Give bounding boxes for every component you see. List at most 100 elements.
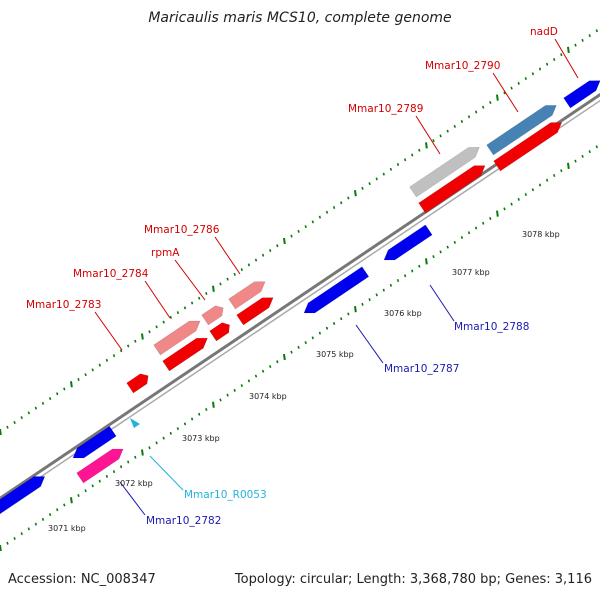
feature-light-red-2 [201,305,224,326]
lower-track-tick [276,360,279,364]
lower-track-tick [517,197,520,201]
upper-track-tick [176,311,180,315]
lower-track-tick [148,446,151,450]
lower-track-tick [340,317,343,321]
lower-track-tick [389,283,393,287]
upper-track-tick [20,416,23,420]
upper-track-tick [375,177,378,181]
lower-track-tick [567,162,570,170]
upper-track-tick [297,229,300,233]
upper-track-tick [560,53,563,57]
label-leader-line [214,236,241,275]
upper-track-tick [190,301,194,305]
lower-track-tick [503,207,506,211]
lower-track-tick [510,202,513,206]
label-leader-line [174,259,206,301]
lower-track-tick [311,336,314,340]
feature-pink-shape [76,448,124,484]
lower-track-tick [418,264,421,268]
upper-track-tick [545,62,549,66]
upper-track-tick [34,406,38,410]
upper-track-tick [467,115,471,119]
lower-track-tick [63,503,66,507]
upper-track-tick [325,210,329,214]
lower-track-tick [176,427,180,431]
lower-track-tick [56,508,59,512]
lower-track-tick [403,274,407,278]
upper-track-tick [240,268,243,272]
lower-track-tick [34,522,38,526]
lower-track-tick [98,479,101,483]
upper-track-tick [13,420,16,424]
upper-track-tick [332,206,336,210]
upper-track-tick [70,381,73,388]
feature-mmar10-2789-shape [418,165,486,214]
upper-track-tick [247,263,251,267]
upper-track-tick [134,339,137,343]
feature-light-red-3-shape [228,281,266,310]
label-leader-line [554,38,579,79]
lower-track-tick [240,384,243,388]
lower-track-tick [84,489,87,493]
feature-mmar10-2790 [493,122,563,172]
gene-label: Mmar10_2787 [384,363,459,375]
upper-track-tick [112,354,116,358]
upper-track-tick [567,46,570,54]
feature-mmar10-2783 [126,373,149,394]
lower-track-tick [489,216,492,220]
upper-track-tick [261,253,265,257]
lower-track-tick [560,169,563,173]
upper-track-tick [595,29,598,33]
lower-track-tick [105,474,109,478]
lower-track-tick [127,460,130,464]
lower-track-tick [581,154,584,158]
label-leader-line [415,115,441,155]
upper-track-tick [269,249,272,252]
upper-track-tick [27,411,30,415]
lower-track-tick [446,245,449,249]
tick-label: 3071 kbp [48,524,86,533]
tick-label: 3072 kbp [115,479,153,488]
lower-track-tick [219,398,222,402]
tick-tracks [0,29,598,552]
upper-track-tick [538,67,542,71]
feature-steel-blue [486,105,557,156]
genome-summary-text: Topology: circular; Length: 3,368,780 bp… [234,572,592,587]
upper-track-tick [283,237,286,245]
tick-label: 3074 kbp [249,392,287,401]
upper-track-tick [98,363,101,367]
feature-mmar10-2789 [418,165,486,214]
lower-track-tick [190,417,194,421]
upper-track-tick [77,377,80,381]
feature-mmar10-r0053 [130,418,140,428]
gene-label: Mmar10_2784 [73,268,149,280]
lower-track-tick [48,513,52,517]
tick-label: 3078 kbp [522,230,560,239]
lower-track-tick [198,412,201,416]
lower-track-tick [247,379,251,383]
upper-track-tick [233,272,236,276]
label-leader-line [149,455,184,491]
upper-track-tick [304,225,307,229]
lower-track-tick [141,449,144,456]
lower-track-tick [375,293,378,297]
lower-track-tick [304,341,307,345]
lower-track-tick [325,326,329,330]
feature-mmar10-2790-shape [493,122,563,172]
lower-track-tick [112,470,116,474]
feature-mmar10-2782-shape [72,425,117,459]
upper-track-tick [354,190,357,197]
lower-track-tick [6,541,9,545]
feature-blue-left-shape [0,476,46,516]
label-leader-line [355,324,384,364]
lower-track-tick [411,269,414,273]
feature-rpma [209,322,230,342]
upper-track-tick [439,134,442,138]
feature-light-red-1-shape [153,320,201,356]
lower-track-tick [226,393,229,397]
feature-light-red-2-shape [201,305,224,326]
upper-track-tick [553,57,556,61]
lower-track-tick [574,159,577,163]
upper-track-tick [148,330,151,334]
